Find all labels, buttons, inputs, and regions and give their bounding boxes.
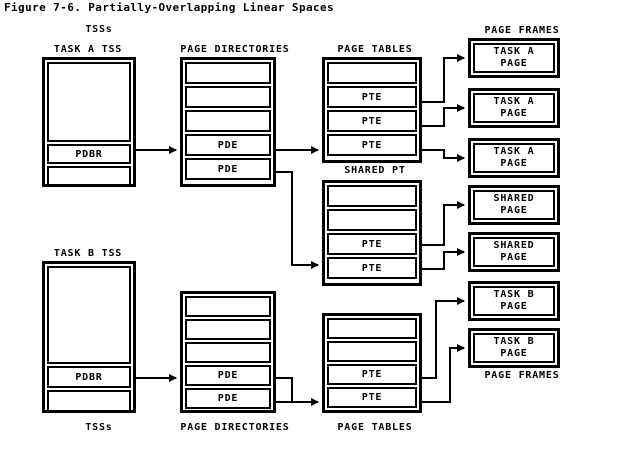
page-frame-0: TASK A PAGE <box>468 38 560 78</box>
task-b-tss-cell-0 <box>47 266 131 364</box>
page-table-a-cell-0 <box>327 62 417 84</box>
page-directory-a-cell-0 <box>185 62 271 84</box>
page-directory-b-cell-pde-0: PDE <box>185 365 271 386</box>
page-table-b-cell-pte-1: PTE <box>327 387 417 408</box>
page-directory-a-cell-pde-1: PDE <box>185 158 271 180</box>
page-frame-1-inner: TASK A PAGE <box>473 93 555 123</box>
caption-page-tables-bottom: PAGE TABLES <box>337 422 413 433</box>
wire-pte-b0-to-frame-5 <box>422 297 465 379</box>
page-table-a-cell-pte-1: PTE <box>327 110 417 132</box>
page-table-b-box: PTE PTE <box>322 313 422 413</box>
caption-task-b-tss: TASK B TSS <box>53 248 123 259</box>
page-frame-5-inner: TASK B PAGE <box>473 286 555 316</box>
page-frame-5-line1: TASK B <box>493 289 535 300</box>
page-frame-4: SHARED PAGE <box>468 232 560 272</box>
page-frame-3: SHARED PAGE <box>468 185 560 225</box>
task-a-tss-box: PDBR <box>42 57 136 187</box>
wire-pte-a2-to-frame-2 <box>422 149 465 162</box>
shared-page-table-box: PTE PTE <box>322 180 422 286</box>
page-directory-a-box: PDE PDE <box>180 57 276 187</box>
caption-tss-top: TSSs <box>85 24 113 35</box>
page-table-b-cell-1 <box>327 341 417 362</box>
page-directory-a-cell-1 <box>185 86 271 108</box>
page-frame-6-line1: TASK B <box>493 336 535 347</box>
page-frame-1-line2: PAGE <box>500 108 528 119</box>
page-frame-6-line2: PAGE <box>500 348 528 359</box>
page-frame-2-line1: TASK A <box>493 146 535 157</box>
page-frame-5-line2: PAGE <box>500 301 528 312</box>
page-frame-4-inner: SHARED PAGE <box>473 237 555 267</box>
task-b-tss-cell-pdbr: PDBR <box>47 366 131 388</box>
caption-shared-pt: SHARED PT <box>344 165 406 176</box>
page-directory-a-cell-2 <box>185 110 271 132</box>
page-frame-2: TASK A PAGE <box>468 138 560 178</box>
page-frame-5: TASK B PAGE <box>468 281 560 321</box>
page-directory-a-cell-pde-0: PDE <box>185 134 271 156</box>
page-directory-b-box: PDE PDE <box>180 291 276 413</box>
caption-page-frames-bottom: PAGE FRAMES <box>484 370 560 381</box>
page-frame-0-line2: PAGE <box>500 58 528 69</box>
caption-task-a-tss: TASK A TSS <box>53 44 123 55</box>
page-frame-1-line1: TASK A <box>493 96 535 107</box>
caption-tss-bottom: TSSs <box>85 422 113 433</box>
wire-pde-a1-to-shared-pt <box>276 171 319 269</box>
page-table-a-cell-pte-2: PTE <box>327 134 417 156</box>
page-directory-b-cell-pde-1: PDE <box>185 388 271 409</box>
caption-page-frames-top: PAGE FRAMES <box>484 25 560 36</box>
task-b-tss-box: PDBR <box>42 261 136 413</box>
wire-pde-b0-to-page-table-b <box>276 377 319 406</box>
task-a-tss-cell-pdbr: PDBR <box>47 144 131 164</box>
caption-page-tables-top: PAGE TABLES <box>337 44 413 55</box>
page-table-a-box: PTE PTE PTE <box>322 57 422 163</box>
wire-shared-pte0-to-frame-3 <box>422 201 465 246</box>
page-directory-b-cell-2 <box>185 342 271 363</box>
wire-pte-b1-to-frame-6 <box>422 344 465 403</box>
page-frame-3-line2: PAGE <box>500 205 528 216</box>
page-frame-4-line2: PAGE <box>500 252 528 263</box>
task-a-tss-cell-2 <box>47 166 131 186</box>
page-table-b-cell-pte-0: PTE <box>327 364 417 385</box>
caption-page-directories-bottom: PAGE DIRECTORIES <box>180 422 290 433</box>
wire-pte-a1-to-frame-1 <box>422 104 465 127</box>
page-directory-b-cell-1 <box>185 319 271 340</box>
shared-page-table-cell-0 <box>327 185 417 207</box>
shared-page-table-cell-1 <box>327 209 417 231</box>
page-frame-3-inner: SHARED PAGE <box>473 190 555 220</box>
page-table-a-cell-pte-0: PTE <box>327 86 417 108</box>
shared-page-table-cell-pte-1: PTE <box>327 257 417 279</box>
page-frame-0-inner: TASK A PAGE <box>473 43 555 73</box>
wire-pte-a0-to-frame-0 <box>422 54 465 103</box>
figure-title: Figure 7-6. Partially-Overlapping Linear… <box>4 1 335 14</box>
page-frame-0-line1: TASK A <box>493 46 535 57</box>
caption-page-directories-top: PAGE DIRECTORIES <box>180 44 290 55</box>
page-table-b-cell-0 <box>327 318 417 339</box>
wire-shared-pte1-to-frame-4 <box>422 248 465 270</box>
task-b-tss-cell-2 <box>47 390 131 412</box>
page-frame-6: TASK B PAGE <box>468 328 560 368</box>
task-a-tss-cell-0 <box>47 62 131 142</box>
shared-page-table-cell-pte-0: PTE <box>327 233 417 255</box>
page-frame-2-inner: TASK A PAGE <box>473 143 555 173</box>
page-directory-b-cell-0 <box>185 296 271 317</box>
page-frame-6-inner: TASK B PAGE <box>473 333 555 363</box>
page-frame-2-line2: PAGE <box>500 158 528 169</box>
page-frame-1: TASK A PAGE <box>468 88 560 128</box>
page-frame-4-line1: SHARED <box>493 240 535 251</box>
page-frame-3-line1: SHARED <box>493 193 535 204</box>
